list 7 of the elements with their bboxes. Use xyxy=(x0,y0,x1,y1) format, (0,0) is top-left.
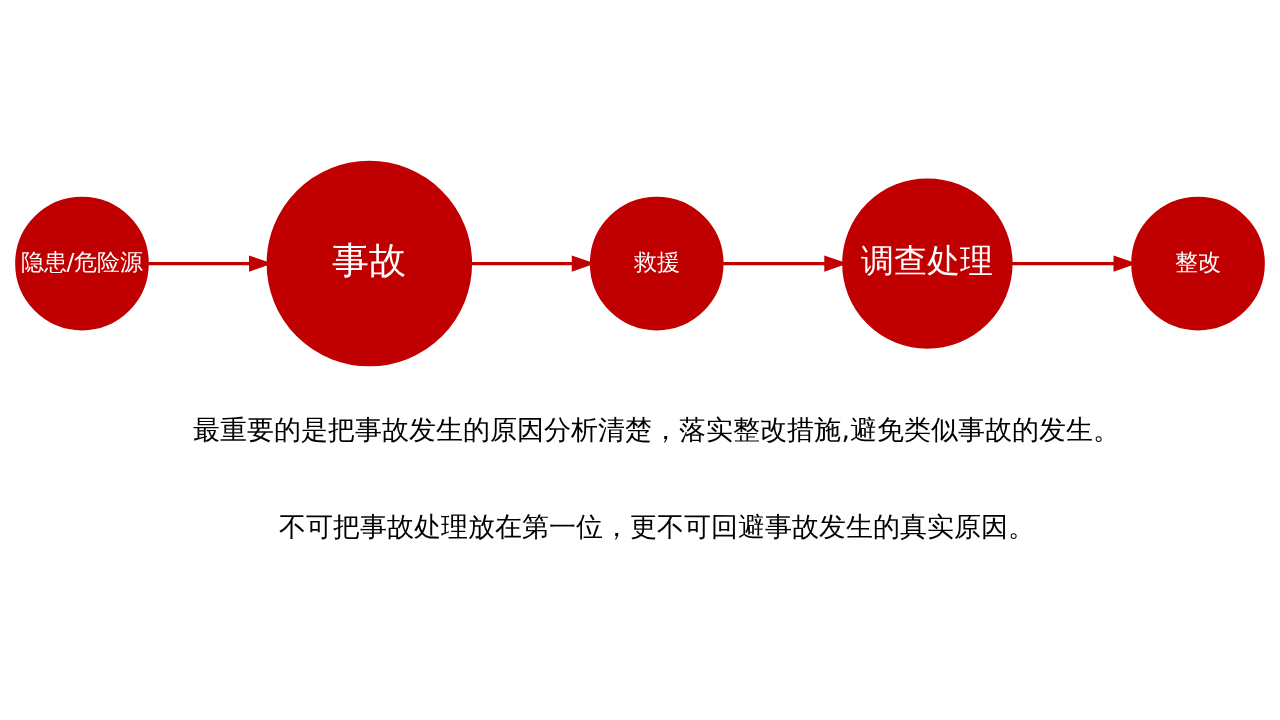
node-circle: 调查处理 xyxy=(842,177,1013,349)
node-circle: 隐患/危险源 xyxy=(15,196,149,330)
node-circle: 整改 xyxy=(1131,196,1265,330)
node-circle: 救援 xyxy=(589,196,724,330)
label: 最重要的是把事故发生的原因分析清楚，落实整改措施,避免类似事故的发生。 xyxy=(193,413,1120,445)
label: 不可把事故处理放在第一位，更不可回避事故发生的真实原因。 xyxy=(278,510,1035,542)
node-circle: 事故 xyxy=(266,160,473,366)
